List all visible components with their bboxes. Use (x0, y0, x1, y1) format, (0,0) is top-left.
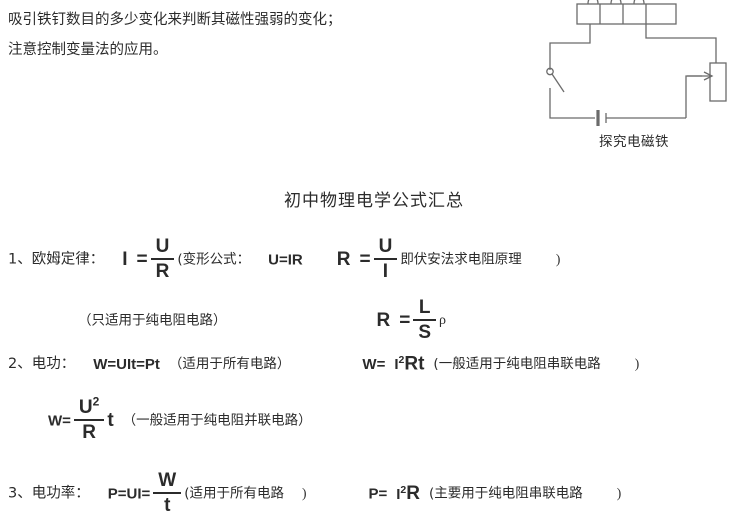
ohm-name: 欧姆定律： (31, 251, 105, 268)
fraction-bar (153, 492, 182, 494)
ohm-lhs: I (122, 249, 128, 270)
ohm-variant-2-lhs: R (336, 249, 351, 270)
work-parallel-denominator: R (82, 422, 96, 443)
work-name: 电功： (31, 356, 76, 372)
resistivity-rho: ρ (439, 313, 447, 328)
work-series-lhs: W= (362, 356, 386, 374)
ohm-condition: （只适用于纯电阻电路） (78, 312, 227, 329)
ohm-index: 1、 (8, 251, 32, 268)
ohm-equals: = (136, 249, 148, 270)
electromagnet-coil-icon (576, 0, 677, 25)
ohm-variant-2-denominator: I (382, 261, 389, 282)
switch-icon (546, 67, 595, 119)
power-main-lhs: P=UI= (107, 485, 151, 503)
intro-line-1: 吸引铁钉数目的多少变化来判断其磁性强弱的变化； (8, 12, 342, 28)
fraction-bar (373, 258, 398, 260)
ohm-variant-1: U=IR (268, 251, 303, 269)
work-main: W=UIt=Pt (93, 356, 160, 374)
ohm-close-paren: ) (555, 251, 561, 267)
intro-line-2: 注意控制变量法的应用。 (8, 42, 168, 58)
work-parallel-numerator-exponent: 2 (92, 394, 100, 409)
ohm-variant-2-equals: = (359, 249, 371, 270)
power-series-tail: R (406, 483, 420, 504)
power-series-note: (主要用于纯电阻串联电路 (429, 485, 583, 502)
work-series-tail: Rt (404, 353, 425, 375)
resistivity-denominator: S (418, 322, 432, 343)
ohm-numerator: U (155, 236, 170, 257)
resistivity-lhs: R (376, 310, 391, 331)
work-parallel-numerator: U2 (74, 394, 104, 418)
rheostat-icon (687, 62, 727, 102)
power-main-note: (适用于所有电路 (184, 485, 284, 502)
work-series-note: (一般适用于纯电阻串联电路 (433, 356, 601, 372)
work-main-note: （适用于所有电路） (168, 356, 291, 372)
resistivity-equals: = (399, 310, 411, 331)
power-series-close: ) (616, 485, 622, 501)
page-title: 初中物理电学公式汇总 (284, 191, 464, 211)
work-index: 2、 (8, 356, 32, 372)
work-parallel-note: （一般适用于纯电阻并联电路） (122, 412, 312, 429)
power-name: 电功率： (31, 485, 90, 502)
ohm-variant-open: (变形公式： (177, 251, 251, 268)
power-series-base: I2 (396, 483, 407, 503)
work-parallel-tail: t (107, 410, 114, 431)
power-index: 3、 (8, 485, 32, 502)
battery-icon (596, 110, 686, 126)
ohm-variant-2-numerator: U (378, 236, 393, 257)
resistivity-numerator: L (418, 297, 431, 318)
ohm-denominator: R (155, 261, 170, 282)
work-series-exponent: 2 (398, 354, 405, 367)
work-parallel-lhs: W= (48, 412, 71, 430)
power-series-lhs: P= (368, 485, 388, 503)
power-series-exponent: 2 (400, 483, 407, 496)
fraction-bar (73, 419, 105, 421)
intro-note: 吸引铁钉数目的多少变化来判断其磁性强弱的变化； 注意控制变量法的应用。 (8, 5, 528, 65)
work-parallel-numerator-letter: U (78, 397, 93, 418)
work-series-close: ) (634, 356, 640, 371)
fraction-bar (150, 258, 175, 260)
circuit-diagram-svg (546, 0, 727, 126)
ohm-variant-2-note: 即伏安法求电阻原理 (400, 251, 522, 268)
work-series-base-letter: I (394, 356, 399, 374)
fraction-bar (413, 319, 437, 321)
power-main-denominator: t (164, 495, 171, 516)
power-main-numerator: W (158, 470, 177, 491)
circuit-diagram-figure: 探究电磁铁 (520, 0, 748, 158)
work-series-base: I2 (394, 354, 405, 374)
power-series-base-letter: I (396, 485, 401, 503)
power-main-close: ) (301, 485, 307, 501)
formula-electric-work: 2、电功： W=UIt=Pt （适用于所有电路） W= I2Rt (一般适用于纯电阻串联电… (8, 352, 639, 376)
circuit-caption: 探究电磁铁 (599, 134, 669, 150)
